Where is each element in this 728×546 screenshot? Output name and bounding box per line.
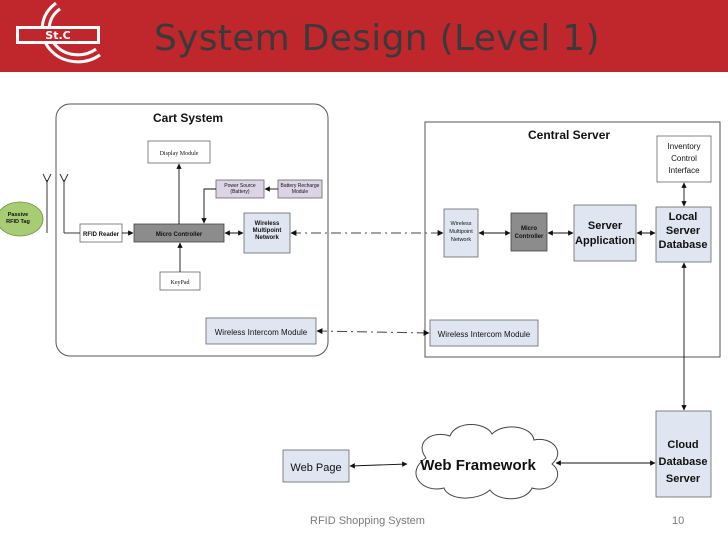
cart-micro-controller-label: Micro Controller xyxy=(156,232,203,238)
cart-wireless-network-box xyxy=(243,212,291,254)
local-server-database-box xyxy=(655,206,712,263)
passive-rfid-tag xyxy=(0,201,44,237)
cart-intercom-box xyxy=(205,317,317,345)
link-intercoms xyxy=(316,328,430,336)
keypad-label: KeyPad xyxy=(171,280,190,286)
footer-text: RFID Shopping System xyxy=(310,515,425,527)
university-logo: St.C xyxy=(16,2,101,64)
antenna-icon xyxy=(42,173,80,234)
web-page-box xyxy=(282,449,350,483)
inventory-control-box xyxy=(656,135,712,183)
cloud-database-box xyxy=(655,410,712,498)
arrow-power-to-mcu xyxy=(201,188,216,224)
logo-text: St.C xyxy=(45,29,70,42)
rfid-reader-label: RFID Reader xyxy=(83,232,120,238)
web-framework-label: Web Framework xyxy=(420,457,536,474)
server-micro-controller-box xyxy=(510,212,548,252)
server-wireless-network-box xyxy=(443,208,479,258)
web-page-label: Web Page xyxy=(290,462,341,474)
cart-system-title: Cart System xyxy=(153,111,223,125)
web-framework-cloud xyxy=(415,424,559,500)
page-number: 10 xyxy=(672,515,685,527)
server-intercom-label: Wireless Intercom Module xyxy=(438,330,531,339)
title-bar: St.C System Design (Level 1) xyxy=(0,0,728,72)
display-module-box xyxy=(147,140,211,164)
arrow-webpage-framework xyxy=(349,461,408,469)
server-intercom-box xyxy=(429,319,539,347)
central-server-title: Central Server xyxy=(528,128,610,142)
page-title: System Design (Level 1) xyxy=(154,18,600,59)
cart-intercom-label: Wireless Intercom Module xyxy=(215,328,308,337)
power-source-label: Power Source(Battery) xyxy=(224,183,256,195)
display-module-label: Display Module xyxy=(160,151,199,157)
server-application-box xyxy=(573,204,637,262)
